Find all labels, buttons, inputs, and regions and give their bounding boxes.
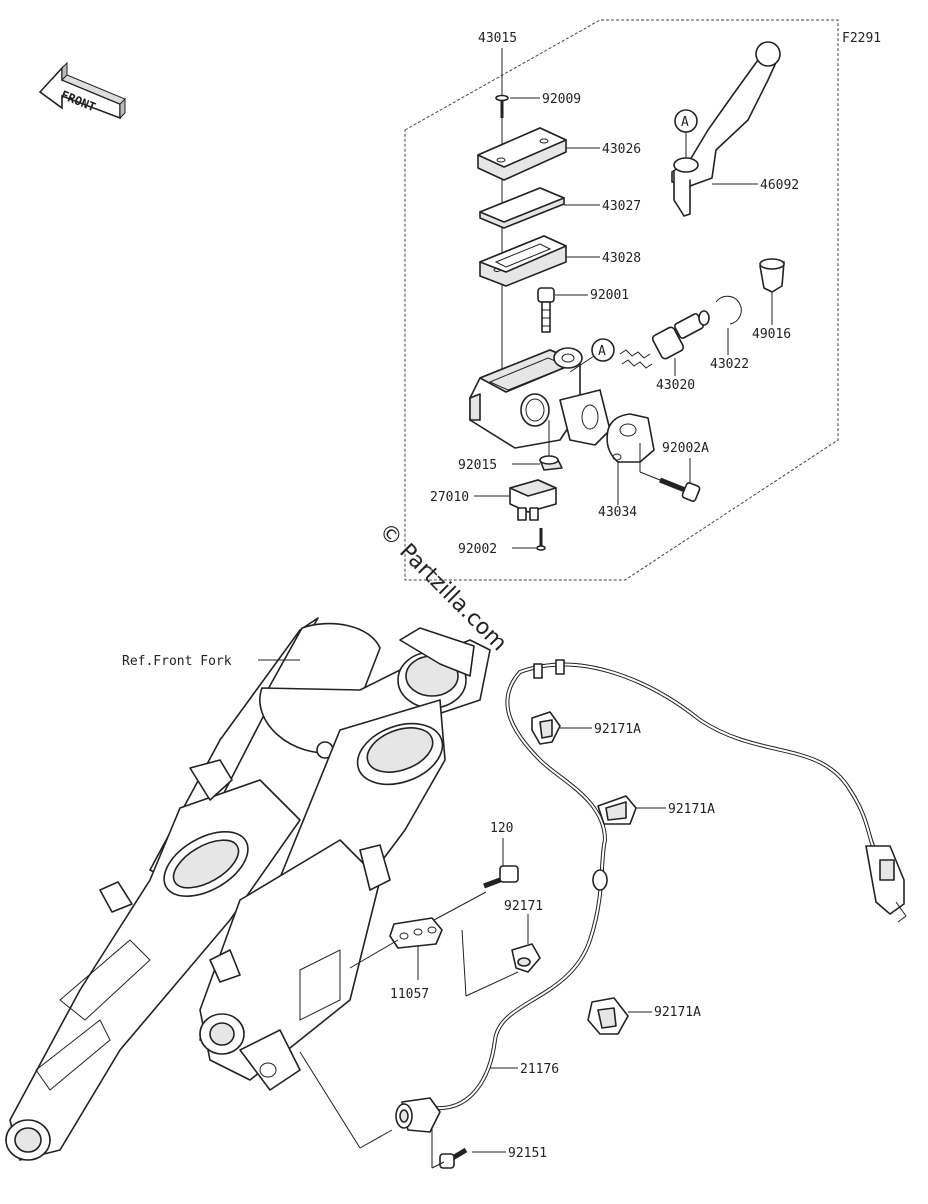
label-43026: 43026 [602, 142, 641, 157]
label-92171A-2: 92171A [668, 802, 715, 817]
label-43028: 43028 [602, 251, 641, 266]
label-92002: 92002 [458, 542, 497, 557]
clip-92171A-3 [587, 997, 629, 1035]
label-27010: 27010 [430, 490, 469, 505]
clamp-43034 [606, 413, 655, 463]
label-120: 120 [490, 821, 513, 836]
callout-a-lever: A [674, 109, 698, 158]
label-92151: 92151 [508, 1146, 547, 1161]
svg-text:A: A [681, 115, 689, 130]
label-43015: 43015 [478, 31, 517, 46]
figure-code: F2291 [842, 31, 881, 46]
label-43022: 43022 [710, 357, 749, 372]
label-92015: 92015 [458, 458, 497, 473]
brake-lever-46092 [671, 41, 781, 217]
label-43034: 43034 [598, 505, 637, 520]
label-43027: 43027 [602, 199, 641, 214]
bolt-92151 [439, 1147, 468, 1169]
master-cylinder-body [469, 347, 611, 449]
circlip-43022 [715, 295, 742, 325]
clip-92171 [511, 943, 541, 973]
front-fork-assembly [5, 617, 491, 1161]
master-cylinder-group-frame [404, 19, 839, 581]
label-92009: 92009 [542, 92, 581, 107]
label-92171A-1: 92171A [594, 722, 641, 737]
piston-43020 [619, 310, 710, 369]
label-43020: 43020 [656, 378, 695, 393]
diaphragm-43028 [479, 235, 567, 287]
label-21176: 21176 [520, 1062, 559, 1077]
sensor-cable-21176 [435, 659, 907, 1111]
label-49016: 49016 [752, 327, 791, 342]
label-92001: 92001 [590, 288, 629, 303]
brake-switch-27010 [509, 479, 557, 521]
label-92171: 92171 [504, 899, 543, 914]
boot-49016 [759, 258, 785, 293]
bolt-120 [483, 865, 519, 889]
bolt-92001 [537, 287, 555, 333]
svg-text:A: A [598, 344, 606, 359]
callout-a-body: A [569, 338, 615, 373]
diaphragm-plate-43027 [479, 187, 565, 229]
label-ref-front-fork: Ref.Front Fork [122, 654, 232, 669]
clip-92171A-2 [597, 795, 637, 825]
reservoir-cap-43026 [477, 127, 567, 181]
label-92171A-3: 92171A [654, 1005, 701, 1020]
screw-92002 [536, 528, 546, 551]
label-46092: 46092 [760, 178, 799, 193]
bolt-92002A [659, 477, 701, 502]
wheel-speed-sensor [395, 1097, 441, 1133]
front-arrow-icon: FRONT [38, 61, 126, 120]
label-11057: 11057 [390, 987, 429, 1002]
screw-92009 [495, 94, 509, 118]
label-92002A: 92002A [662, 441, 709, 456]
nut-92015 [539, 455, 563, 471]
bracket-11057 [389, 917, 443, 949]
clip-92171A-1 [531, 711, 561, 745]
